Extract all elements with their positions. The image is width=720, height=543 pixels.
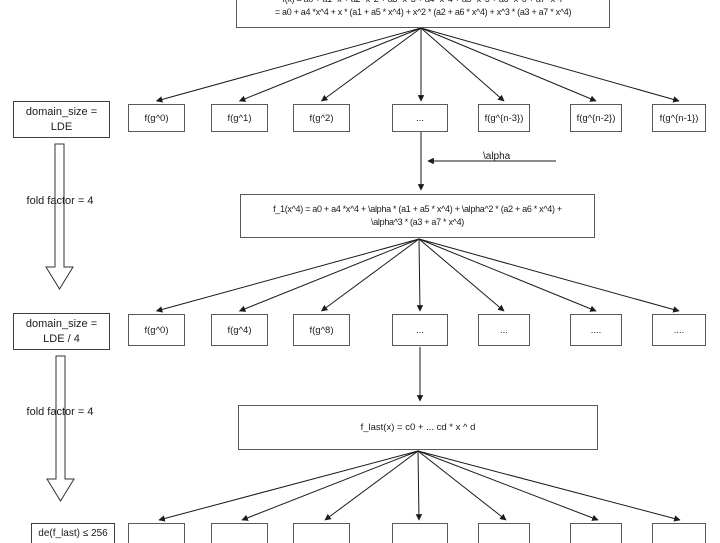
fold-factor-label-2: fold factor = 4 (26, 406, 94, 418)
leaf-cell (392, 523, 448, 543)
leaf-cell: f(g^{n-1}) (652, 104, 706, 132)
leaf-cell: f(g^4) (211, 314, 268, 346)
label-line: de(f_last) ≤ 256 (38, 528, 108, 539)
leaf-cell (570, 523, 622, 543)
label-domain-size-lde-4: domain_size = LDE / 4 (13, 313, 110, 350)
formula-box-f1: f_1(x^4) = a0 + a4 *x^4 + \alpha * (a1 +… (240, 194, 595, 238)
leaf-cell (211, 523, 268, 543)
leaf-cell (652, 523, 706, 543)
label-line: LDE (50, 120, 73, 133)
label-line: domain_size = (25, 318, 98, 331)
alpha-label: \alpha (483, 151, 511, 162)
fan-top-to-row1 (155, 27, 680, 103)
fan-f1-to-row2 (155, 238, 680, 313)
leaf-cell: .... (570, 314, 622, 346)
arrow-row1-to-f1 (417, 132, 556, 191)
label-degree-flast: de(f_last) ≤ 256 (31, 523, 115, 543)
label-line: domain_size = (25, 106, 98, 119)
leaf-cell: ... (392, 314, 448, 346)
fold-down-arrow-icon (45, 143, 74, 290)
leaf-cell: ... (478, 314, 530, 346)
fan-flast-to-row3 (158, 450, 681, 522)
formula-box-flast: f_last(x) = c0 + ... cd * x ^ d (238, 405, 598, 450)
formula-flast-text: f_last(x) = c0 + ... cd * x ^ d (360, 422, 476, 433)
label-line: LDE / 4 (43, 332, 80, 345)
formula-f-line1: f(x) = a0 + a1 *x + a2 *x^2 + a3 *x^3 + … (283, 0, 564, 6)
leaf-cell: f(g^1) (211, 104, 268, 132)
fold-down-arrow-icon (46, 355, 75, 502)
formula-f1-line2: \alpha^3 * (a3 + a7 * x^4) (371, 217, 464, 227)
leaf-cell: f(g^0) (128, 314, 185, 346)
fold-arrow-icons (45, 143, 75, 502)
leaf-cell: f(g^{n-2}) (570, 104, 622, 132)
leaf-cell: f(g^0) (128, 104, 185, 132)
leaf-cell: .... (652, 314, 706, 346)
leaf-cell: f(g^{n-3}) (478, 104, 530, 132)
label-domain-size-lde: domain_size = LDE (13, 101, 110, 138)
formula-f1-line1: f_1(x^4) = a0 + a4 *x^4 + \alpha * (a1 +… (273, 204, 562, 214)
leaf-cell: f(g^2) (293, 104, 350, 132)
leaf-cell (128, 523, 185, 543)
leaf-cell: f(g^8) (293, 314, 350, 346)
leaf-cell (293, 523, 350, 543)
formula-f-line2: = a0 + a4 *x^4 + x * (a1 + a5 * x^4) + x… (274, 6, 572, 17)
leaf-cell (478, 523, 530, 543)
fold-factor-label-1: fold factor = 4 (26, 195, 94, 207)
formula-box-f: f(x) = a0 + a1 *x + a2 *x^2 + a3 *x^3 + … (236, 0, 610, 28)
leaf-cell: ... (392, 104, 448, 132)
